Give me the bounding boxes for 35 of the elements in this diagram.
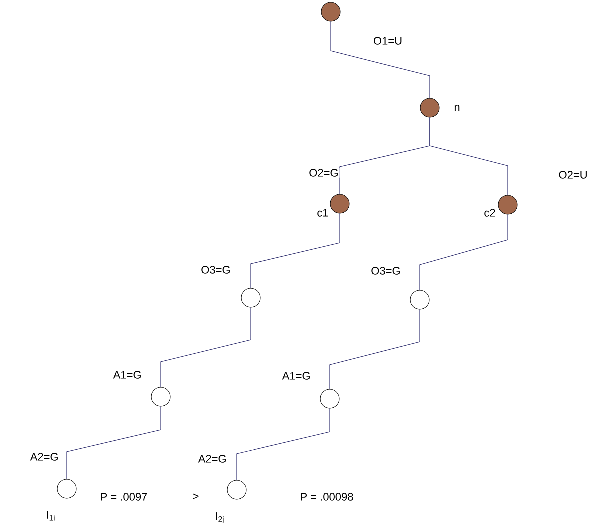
tree-node [320, 389, 340, 409]
tree-node [410, 290, 430, 310]
tree-node [57, 479, 77, 499]
tree-branch [66, 406, 162, 480]
tree-branch [420, 214, 508, 291]
node-label: I$_{1i}$ [47, 511, 55, 521]
tree-node [420, 98, 440, 118]
tree-branch [430, 117, 508, 196]
edge-label: A1=G [112, 370, 143, 380]
probability-label: P = .0097 [101, 493, 148, 501]
tree-node [330, 194, 350, 214]
probability-label: P = .00098 [301, 493, 354, 501]
edge-label: O1=U [372, 36, 404, 46]
tree-node [241, 288, 261, 308]
tree-branch [330, 21, 430, 99]
tree-node [321, 2, 341, 22]
node-label: n [454, 105, 460, 111]
edge-label: A2=G [29, 452, 60, 462]
tree-branch [160, 307, 252, 388]
edge-label: A1=G [281, 371, 312, 381]
node-label: I$_{2j}$ [216, 512, 224, 524]
edge-label: O3=G [200, 265, 232, 275]
tree-node [498, 195, 518, 215]
tree-node [151, 387, 171, 407]
edge-label: O2=U [558, 170, 589, 180]
tree-node [227, 480, 247, 500]
tree-branch [236, 408, 330, 481]
node-label: c1 [318, 209, 328, 217]
probability-label: > [193, 494, 199, 500]
node-label: c2 [484, 209, 496, 217]
edge-label: O2=G [308, 168, 340, 178]
edge-label: A2=G [197, 454, 228, 464]
edge-label: O3=G [370, 266, 402, 276]
tree-branch [330, 309, 420, 390]
tree-branch [250, 213, 340, 289]
